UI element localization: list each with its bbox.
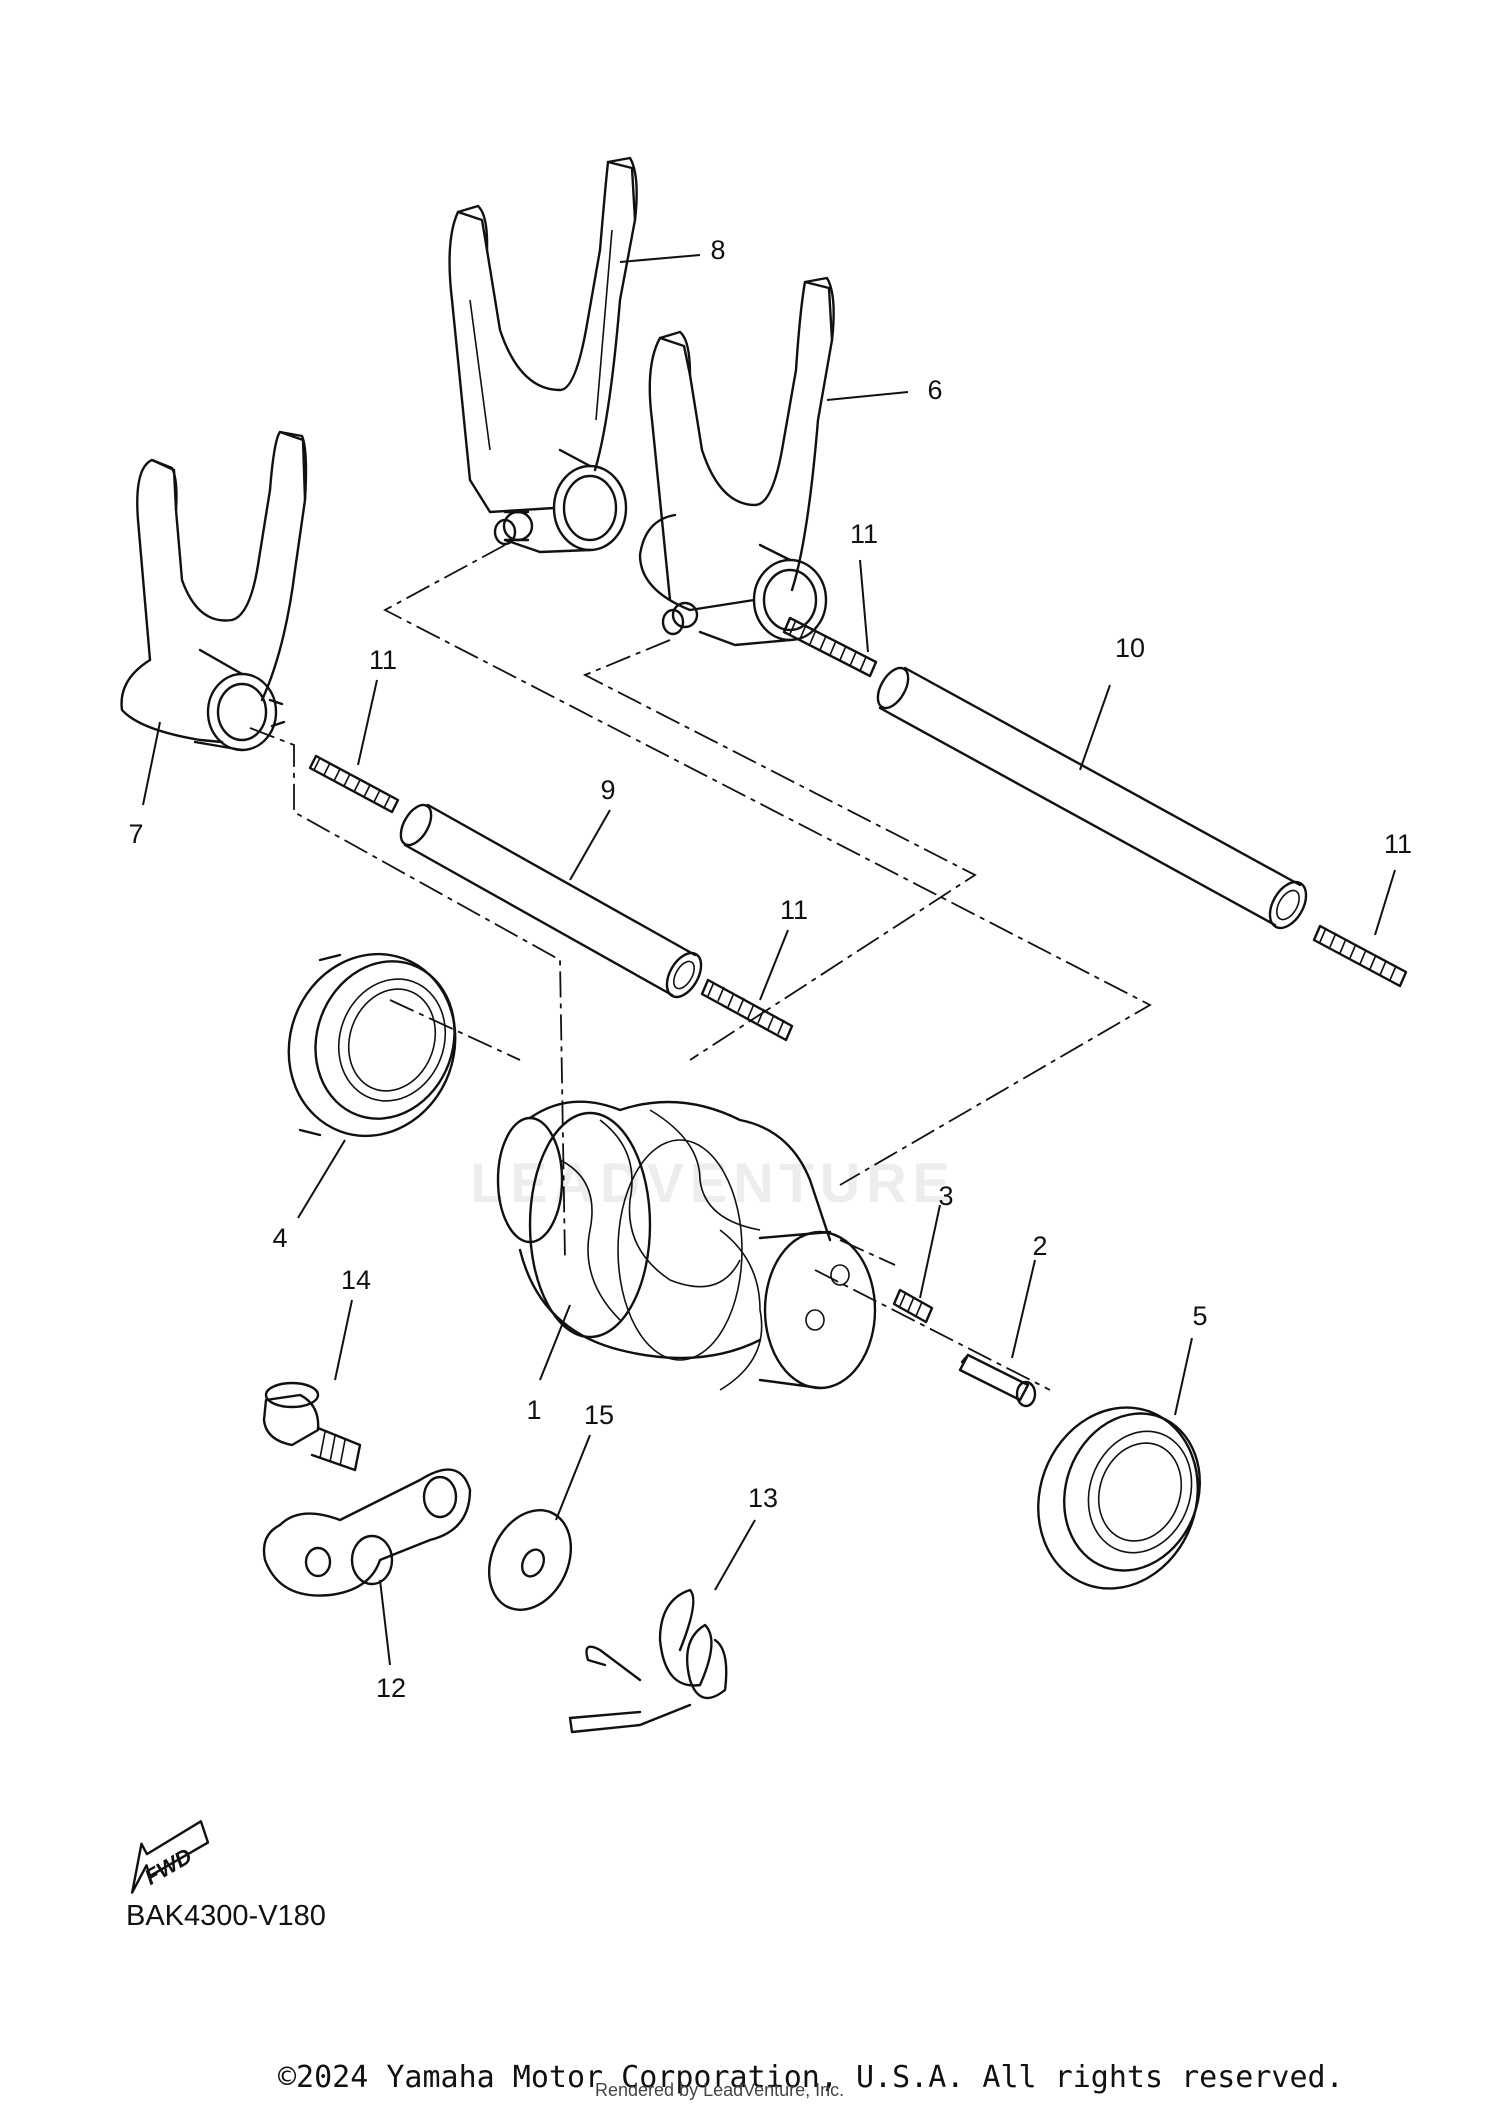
callout-11-fork7-spring: 11 xyxy=(369,645,397,675)
watermark: LEADVENTURE xyxy=(470,1151,957,1214)
shift-fork-7 xyxy=(120,430,308,752)
callout-4: 4 xyxy=(272,1223,287,1253)
callout-13: 13 xyxy=(748,1483,778,1513)
callout-15: 15 xyxy=(584,1400,614,1430)
leader-lines xyxy=(142,254,1396,1666)
spring-11-a xyxy=(308,754,400,814)
callout-1: 1 xyxy=(526,1395,541,1425)
callout-labels: 1 2 3 4 5 6 7 8 9 10 11 11 11 11 12 13 1… xyxy=(128,235,1412,1703)
bolt-14 xyxy=(262,1381,362,1472)
alignment-lines xyxy=(249,544,1152,1391)
callout-12: 12 xyxy=(376,1673,406,1703)
shift-fork-8 xyxy=(448,156,638,554)
callout-3: 3 xyxy=(938,1181,953,1211)
callout-2: 2 xyxy=(1032,1231,1047,1261)
spring-3 xyxy=(892,1288,934,1324)
shift-lever-12 xyxy=(262,1468,472,1597)
fwd-label: FWD xyxy=(140,1843,196,1890)
diagram-code: BAK4300-V180 xyxy=(126,1900,326,1932)
bearing-5 xyxy=(1037,1406,1201,1590)
washer-15 xyxy=(487,1509,573,1611)
callout-9: 9 xyxy=(600,775,615,805)
shift-fork-shaft-10 xyxy=(876,666,1308,930)
callout-6: 6 xyxy=(927,375,942,405)
shift-fork-6 xyxy=(638,276,835,647)
callout-14: 14 xyxy=(341,1265,371,1295)
shift-drum-1 xyxy=(496,1100,877,1391)
bearing-4 xyxy=(287,952,457,1138)
spring-11-c xyxy=(700,978,794,1042)
spring-11-d xyxy=(1312,924,1408,988)
callout-11-fork6-spring: 11 xyxy=(850,519,878,549)
callout-8: 8 xyxy=(710,235,725,265)
rendered-by-notice: Rendered by LeadVenture, Inc. xyxy=(595,2080,845,2100)
callout-7: 7 xyxy=(128,819,143,849)
callout-10: 10 xyxy=(1115,633,1145,663)
callout-5: 5 xyxy=(1192,1301,1207,1331)
callout-11-shaft10-spring: 11 xyxy=(1384,829,1412,859)
pin-2 xyxy=(958,1353,1037,1408)
shift-fork-shaft-9 xyxy=(399,803,703,999)
spring-11-b xyxy=(782,616,878,678)
callout-11-shaft9-spring: 11 xyxy=(780,895,808,925)
copyright-notice: ©2024 Yamaha Motor Corporation, U.S.A. A… xyxy=(278,2060,1344,2095)
fwd-arrow-icon: FWD xyxy=(130,1820,210,1894)
torsion-spring-13 xyxy=(568,1588,728,1734)
